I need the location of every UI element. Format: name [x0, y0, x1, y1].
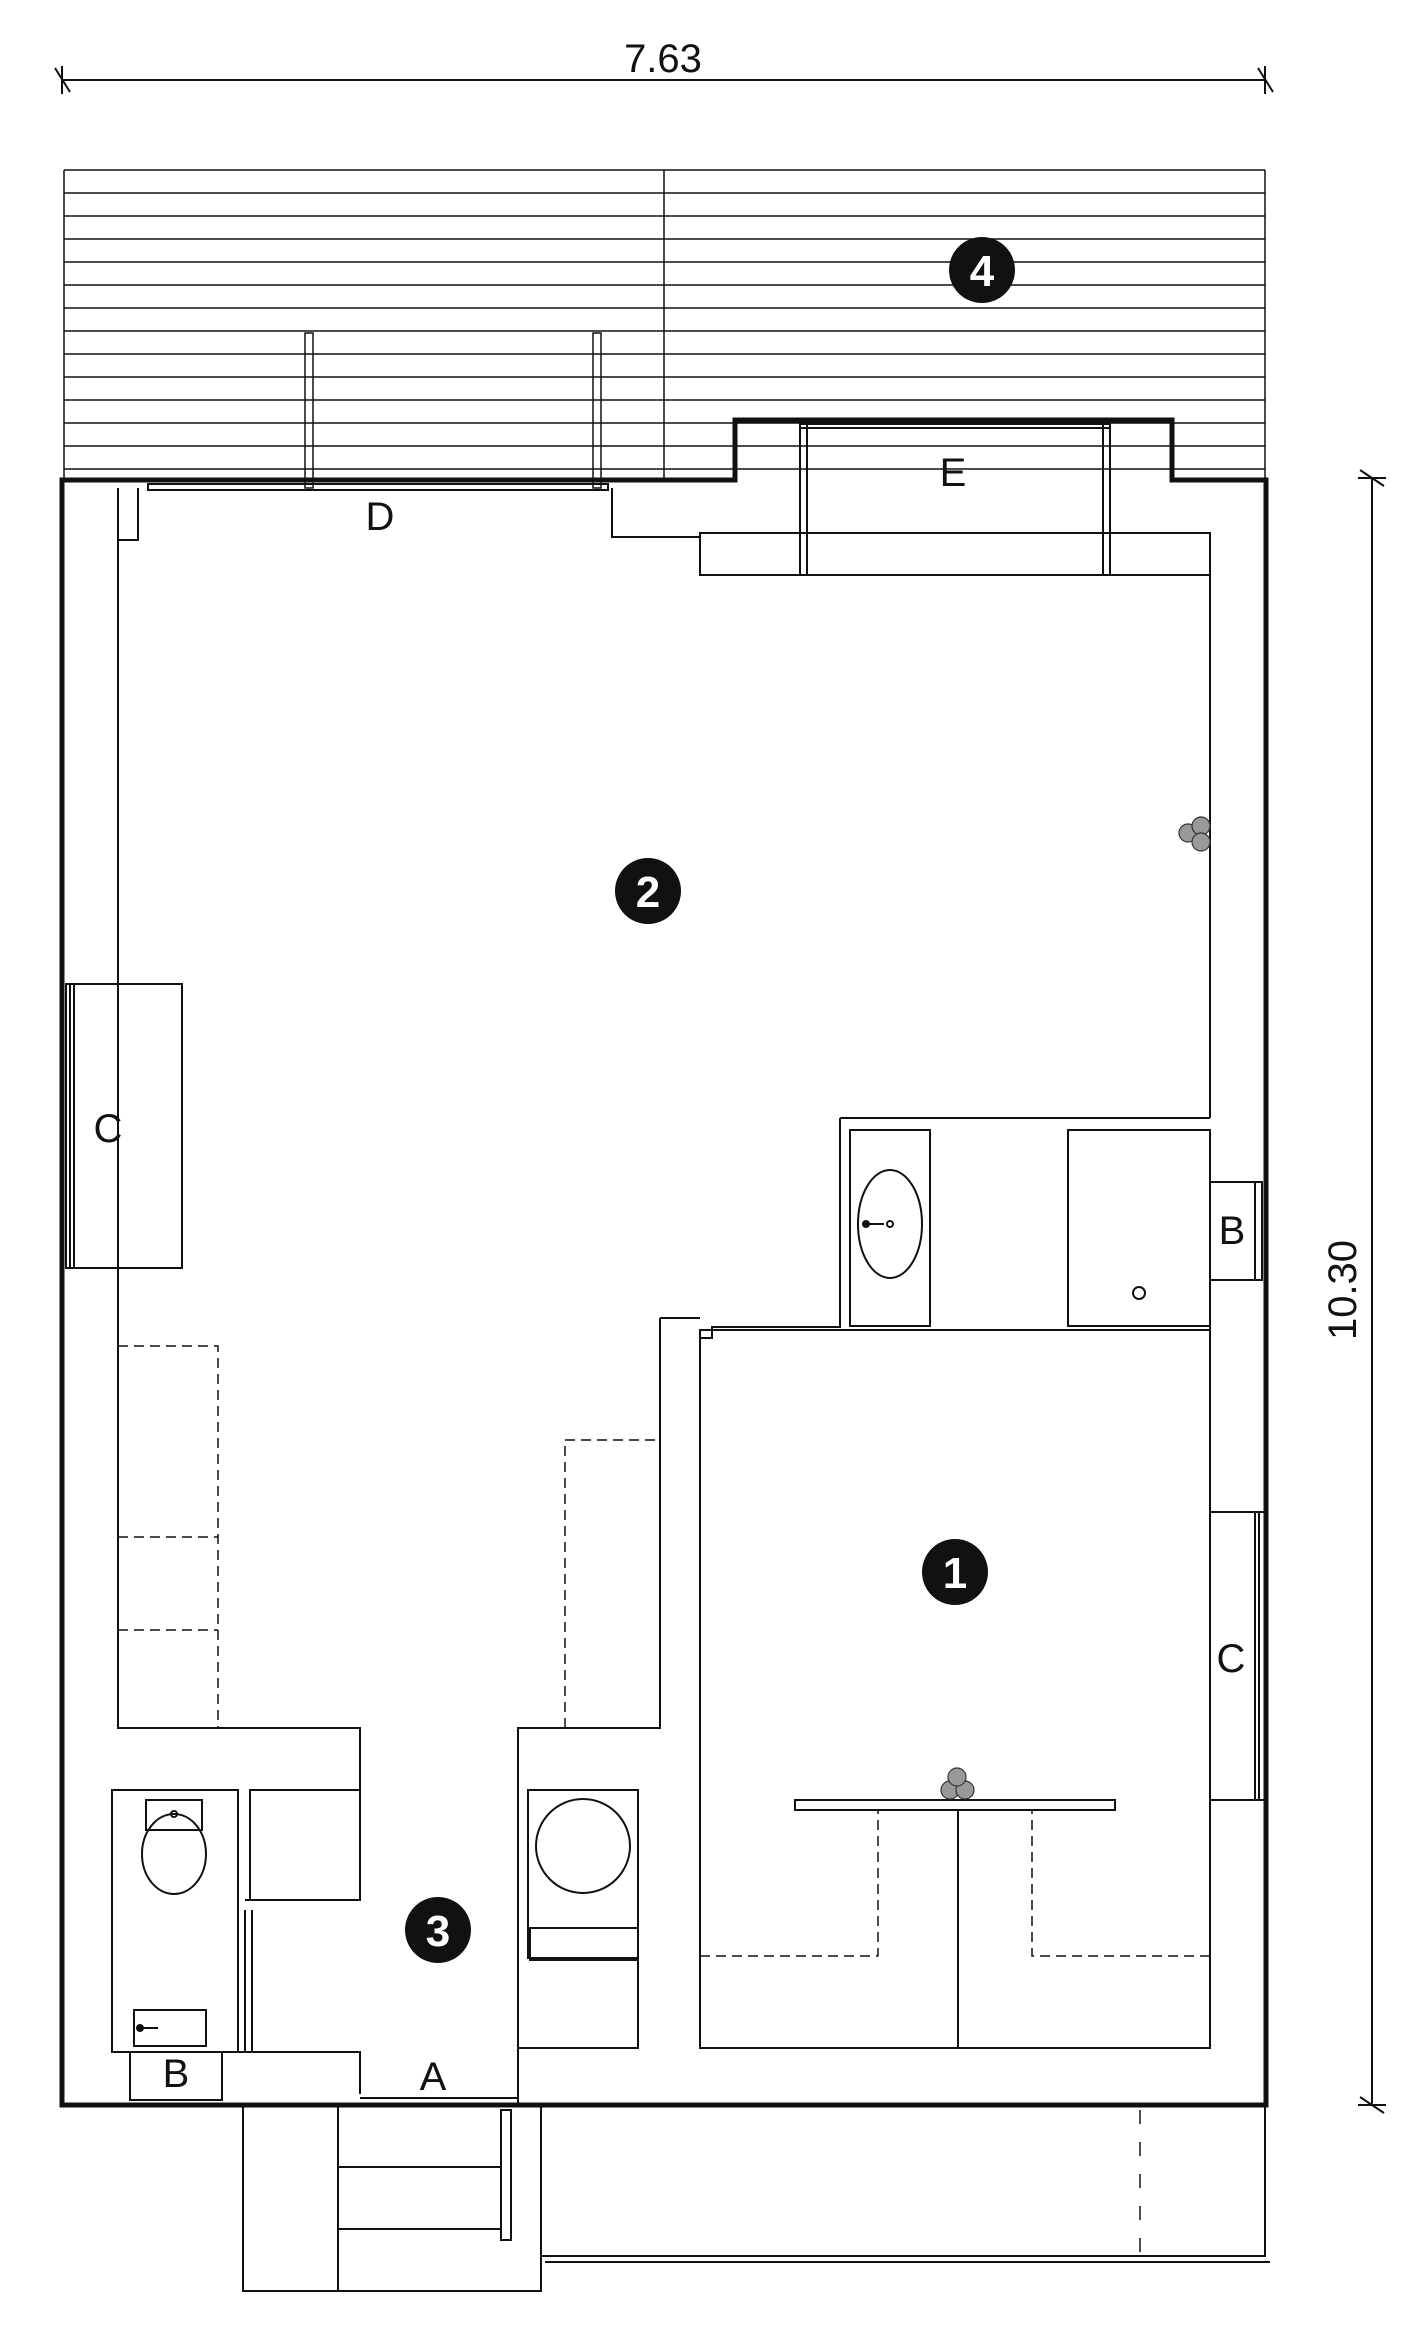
svg-text:4: 4: [970, 247, 995, 296]
svg-text:2: 2: [636, 868, 660, 917]
height-dimension: [1358, 469, 1386, 2114]
label-c-right: C: [1217, 1637, 1246, 1681]
label-b-bottom: B: [163, 2052, 190, 2096]
svg-text:3: 3: [426, 1907, 450, 1956]
deck: [63, 169, 1266, 489]
room-marker-3: 3: [405, 1897, 471, 1963]
label-e: E: [940, 451, 967, 495]
furniture-dashed: [118, 1345, 1210, 2256]
room-marker-2: 2: [615, 858, 681, 924]
svg-text:1: 1: [943, 1549, 967, 1598]
label-a: A: [420, 2055, 447, 2099]
label-c-left: C: [94, 1107, 123, 1151]
light-fixture-icon: [940, 1767, 975, 1800]
width-dimension: [54, 66, 1274, 94]
room-marker-4: 4: [949, 237, 1015, 303]
room-marker-1: 1: [922, 1539, 988, 1605]
label-b-top: B: [1219, 1209, 1246, 1253]
interior-walls: [65, 423, 1270, 2292]
height-dimension-label: 10.30: [1321, 1240, 1365, 1340]
label-d: D: [366, 495, 395, 539]
width-dimension-label: 7.63: [624, 37, 702, 81]
faucet-icon: [136, 1220, 884, 2032]
light-fixture-icon: [1178, 816, 1211, 852]
exterior-wall: [59, 417, 1269, 2108]
